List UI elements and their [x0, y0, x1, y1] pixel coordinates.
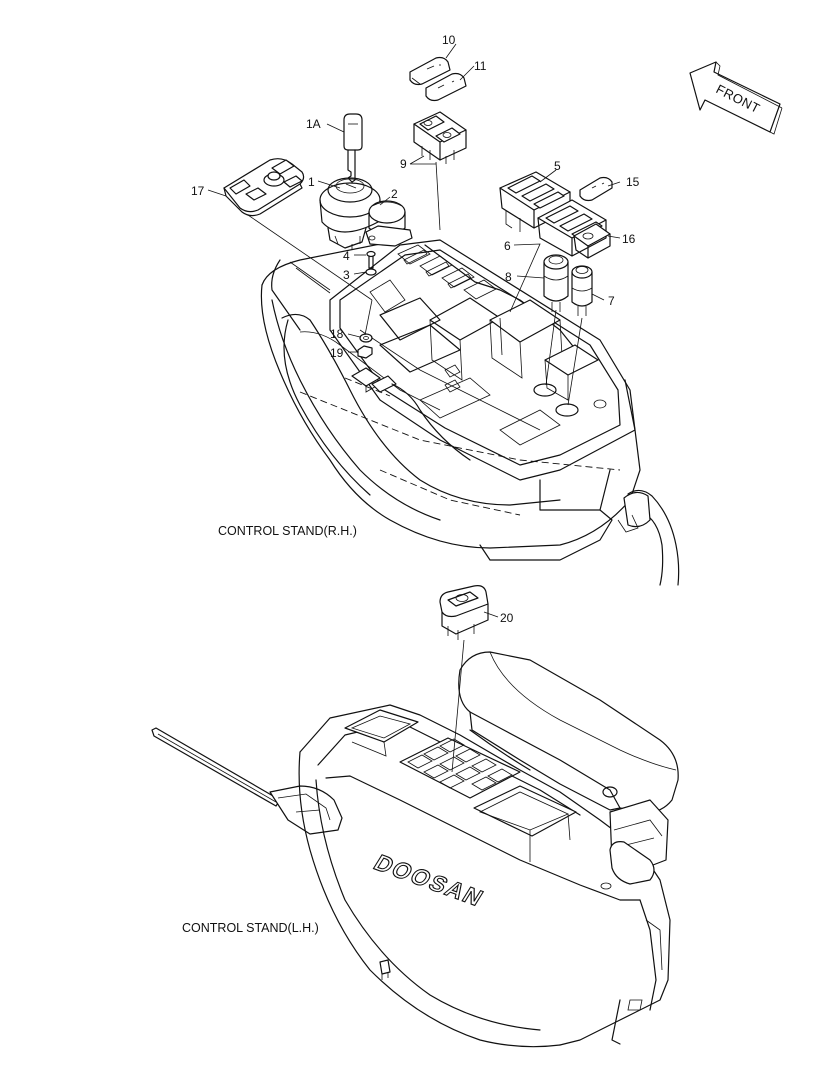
callout-3: 3 [343, 268, 350, 282]
callout-1: 1 [308, 175, 315, 189]
callout-19: 19 [330, 346, 344, 360]
switch-cap-11 [425, 72, 467, 102]
rh-leader-lines [207, 43, 621, 406]
callout-5: 5 [554, 159, 561, 173]
switch-panel-17 [223, 158, 305, 217]
ignition-switch-1 [319, 177, 381, 250]
doosan-logo: DOOSAN [369, 850, 489, 911]
callout-18: 18 [330, 327, 344, 341]
callout-1a: 1A [306, 117, 321, 131]
switch-16 [573, 223, 611, 259]
nut-3 [365, 268, 377, 276]
callout-8: 8 [505, 270, 512, 284]
switch-cap-10 [409, 56, 451, 86]
switch-panel-5 [499, 171, 571, 232]
lamp-8 [543, 254, 569, 312]
callout-17: 17 [191, 184, 205, 198]
callout-15: 15 [626, 175, 640, 189]
lh-leader-lines [451, 611, 499, 773]
callout-10: 10 [442, 33, 456, 47]
callout-9: 9 [400, 157, 407, 171]
front-arrow-icon: FRONT [689, 61, 783, 135]
lamp-7 [571, 265, 593, 316]
lh-control-stand: DOOSAN [151, 651, 679, 1048]
callout-6: 6 [504, 239, 511, 253]
switch-cap-15 [579, 176, 613, 202]
callout-20: 20 [500, 611, 514, 625]
rocker-switch-20 [439, 585, 489, 640]
ignition-key-1a [343, 113, 363, 183]
callout-7: 7 [608, 294, 615, 308]
washer-18 [359, 333, 373, 343]
nut-19 [357, 345, 373, 359]
callout-2: 2 [391, 187, 398, 201]
callout-4: 4 [343, 249, 350, 263]
front-arrow-label: FRONT [714, 81, 763, 116]
caption-rh: CONTROL STAND(R.H.) [218, 524, 357, 538]
rocker-switches-9 [413, 111, 467, 164]
caption-lh: CONTROL STAND(L.H.) [182, 921, 319, 935]
rh-control-stand [260, 239, 680, 586]
rotary-switch-2 [365, 200, 413, 247]
callout-11: 11 [474, 59, 487, 73]
screw-4 [366, 250, 376, 269]
callout-16: 16 [622, 232, 636, 246]
